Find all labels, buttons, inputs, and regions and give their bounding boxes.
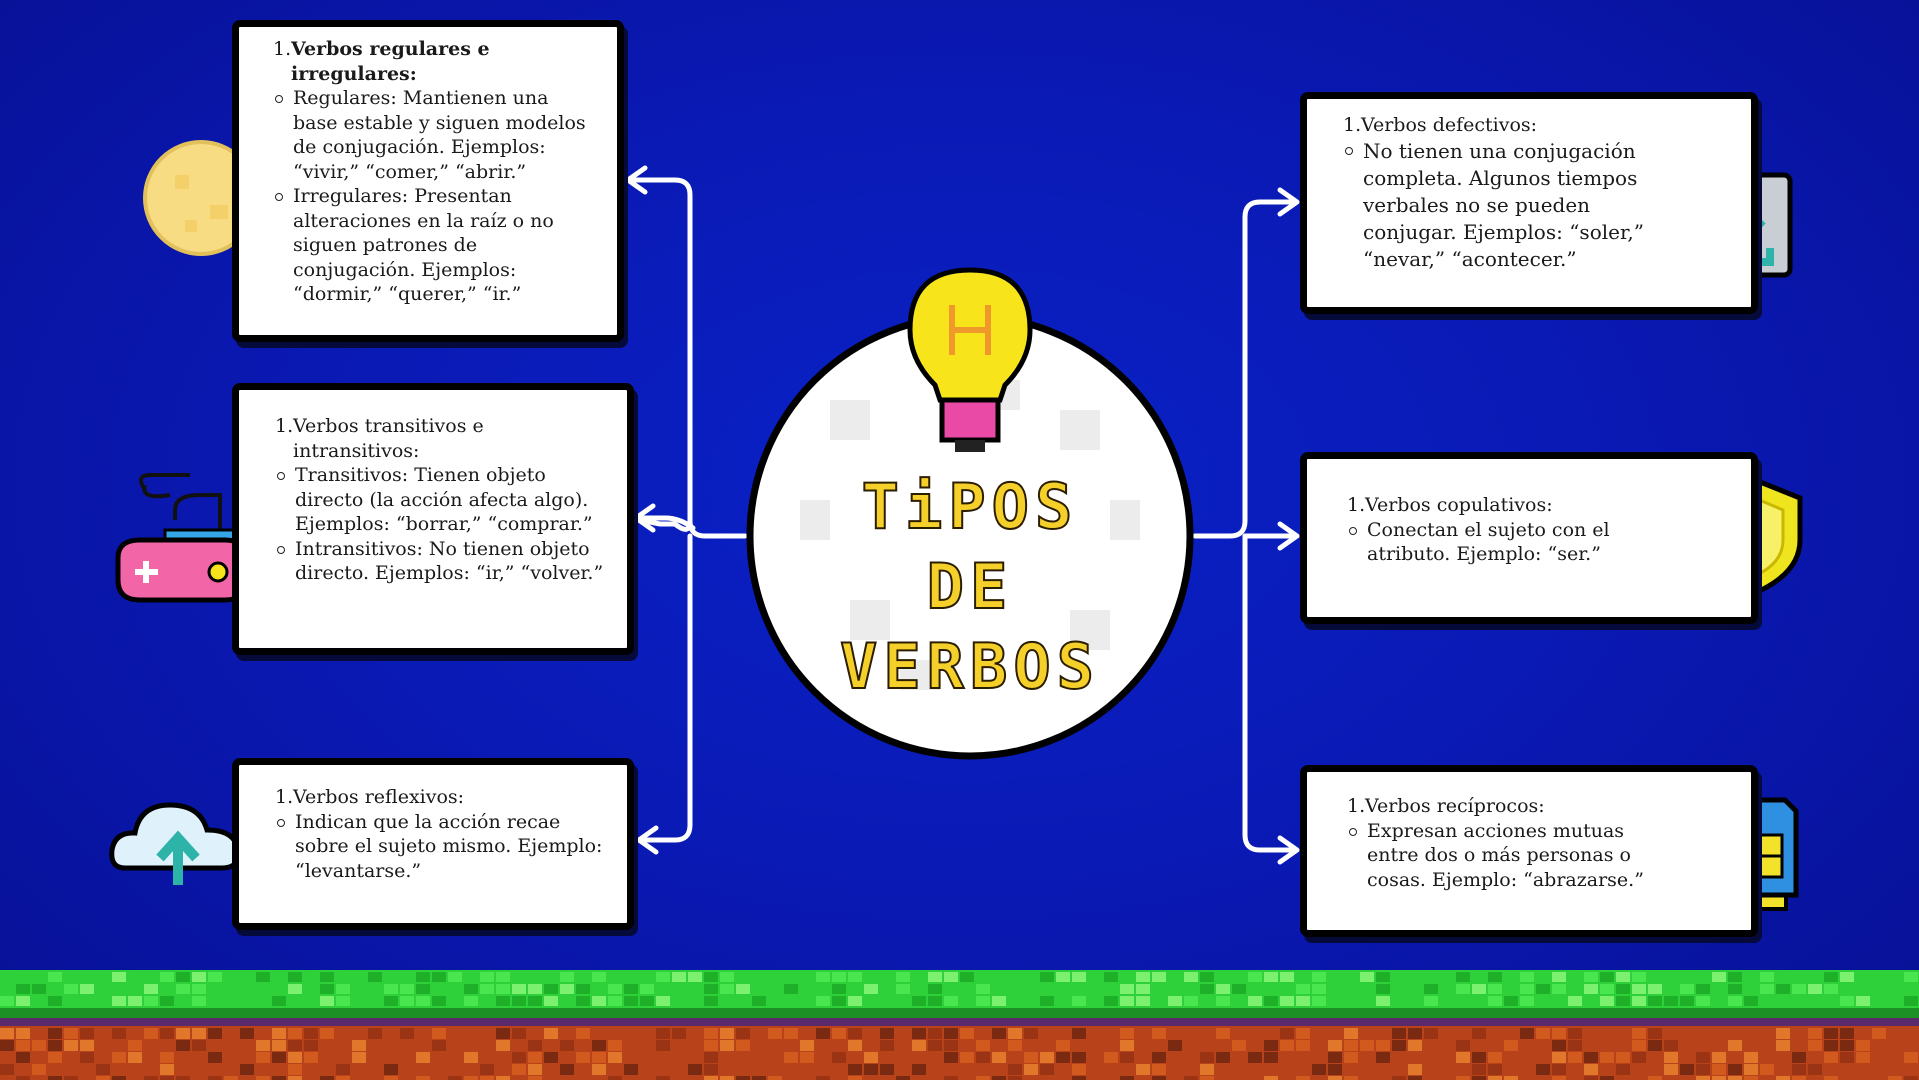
center-title: TiPOS DE VERBOS xyxy=(780,469,1160,710)
card-bullet: Irregulares: Presentan alteraciones en l… xyxy=(273,184,595,307)
card-bullets: No tienen una conjugación completa. Algu… xyxy=(1343,138,1679,273)
card-verbos-reciprocos: 1. Verbos recíprocos: Expresan acciones … xyxy=(1300,765,1758,937)
card-heading: Verbos defectivos: xyxy=(1361,114,1538,136)
card-heading: Verbos regulares e irregulares: xyxy=(291,38,490,85)
card-bullets: Regulares: Mantienen una base estable y … xyxy=(273,86,595,307)
title-line-2: DE xyxy=(926,549,1014,624)
card-number: 1. xyxy=(1347,494,1366,516)
card-bullet: Intransitivos: No tienen objeto directo.… xyxy=(275,537,605,586)
card-bullet: Expresan acciones mutuas entre dos o más… xyxy=(1347,819,1679,893)
card-bullet: Conectan el sujeto con el atributo. Ejem… xyxy=(1347,518,1679,567)
card-number: 1. xyxy=(275,786,294,808)
card-verbos-defectivos: 1. Verbos defectivos: No tienen una conj… xyxy=(1300,92,1758,314)
card-heading: Verbos recíprocos: xyxy=(1365,795,1545,817)
card-number: 1. xyxy=(273,38,292,60)
card-number: 1. xyxy=(275,415,294,437)
card-bullet: Transitivos: Tienen objeto directo (la a… xyxy=(275,463,605,537)
card-heading: Verbos reflexivos: xyxy=(293,786,465,808)
card-heading: Verbos transitivos e intransitivos: xyxy=(293,415,484,462)
card-bullets: Conectan el sujeto con el atributo. Ejem… xyxy=(1347,518,1679,567)
card-bullets: Transitivos: Tienen objeto directo (la a… xyxy=(275,463,605,586)
card-number: 1. xyxy=(1343,114,1362,136)
card-heading: Verbos copulativos: xyxy=(1365,494,1553,516)
card-verbos-transitivos: 1. Verbos transitivos e intransitivos: T… xyxy=(232,383,634,655)
title-line-3: VERBOS xyxy=(839,629,1100,704)
card-bullets: Indican que la acción recae sobre el suj… xyxy=(275,810,605,884)
card-bullets: Expresan acciones mutuas entre dos o más… xyxy=(1347,819,1679,893)
card-bullet: Regulares: Mantienen una base estable y … xyxy=(273,86,595,184)
card-number: 1. xyxy=(1347,795,1366,817)
card-bullet: Indican que la acción recae sobre el suj… xyxy=(275,810,605,884)
card-bullet: No tienen una conjugación completa. Algu… xyxy=(1343,138,1679,273)
card-verbos-copulativos: 1. Verbos copulativos: Conectan el sujet… xyxy=(1300,452,1758,624)
card-verbos-reflexivos: 1. Verbos reflexivos: Indican que la acc… xyxy=(232,758,634,930)
title-line-1: TiPOS xyxy=(861,469,1079,544)
card-verbos-regulares: 1. Verbos regulares e irregulares: Regul… xyxy=(232,20,624,342)
